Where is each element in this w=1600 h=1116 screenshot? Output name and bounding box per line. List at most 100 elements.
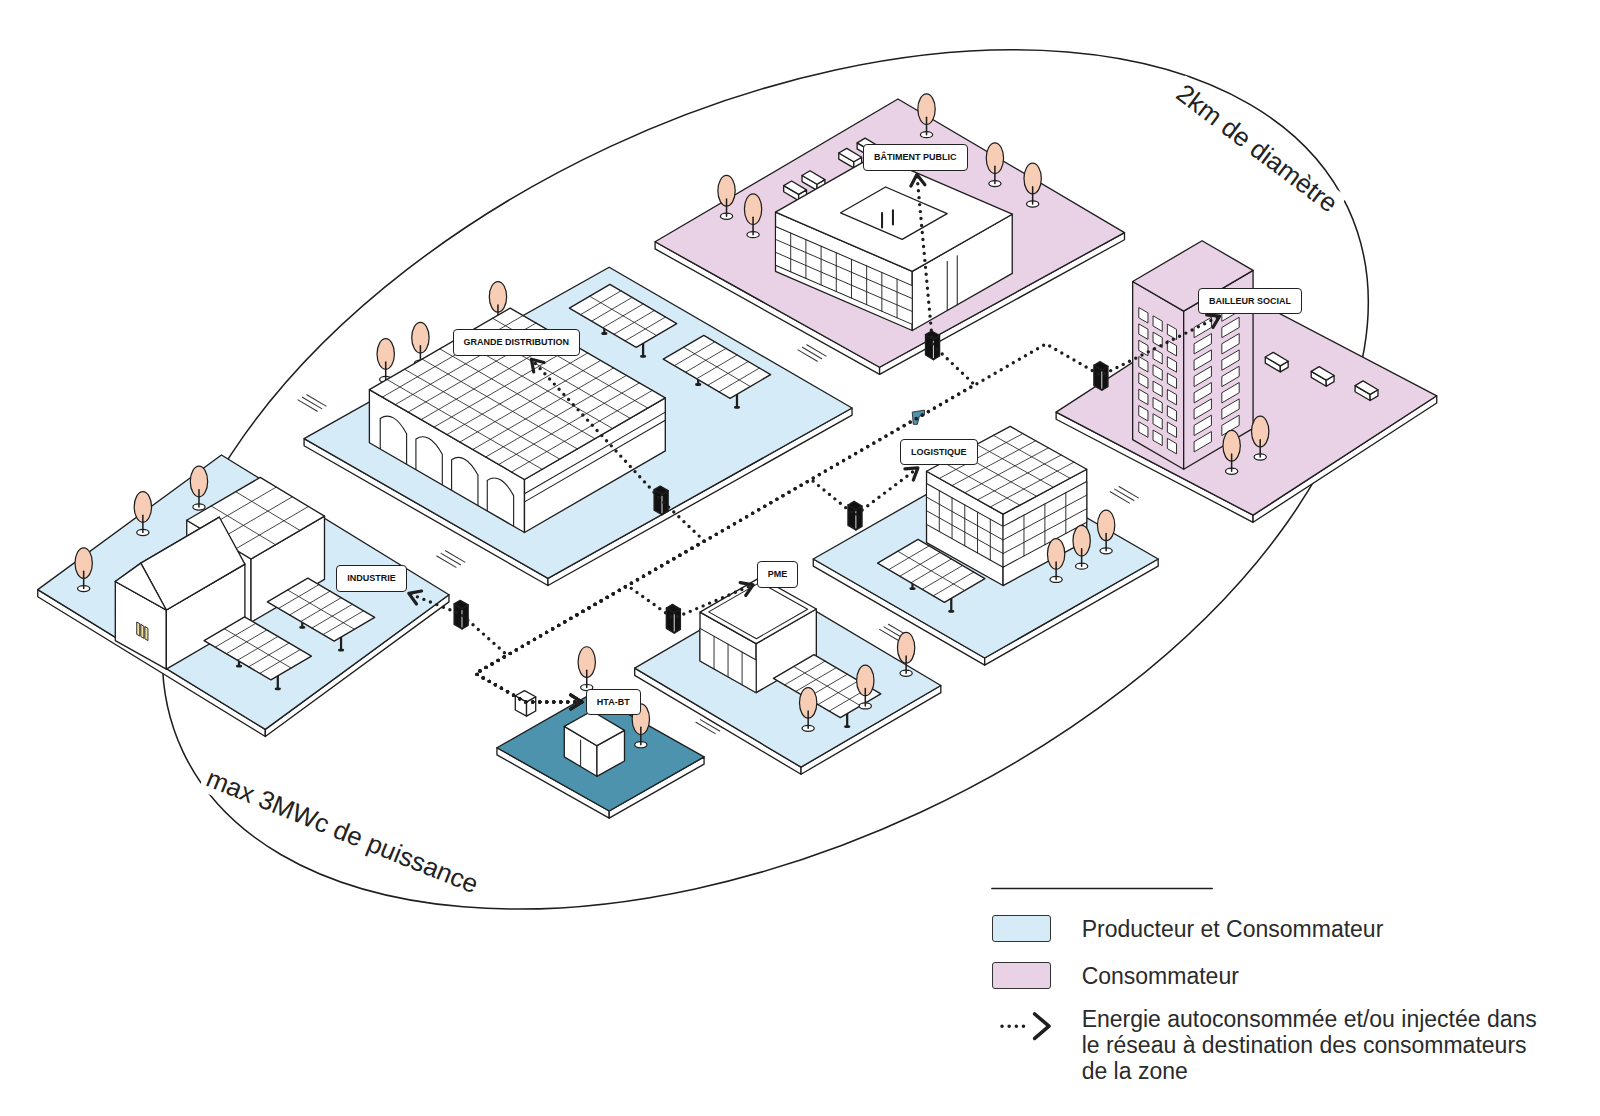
- tower-wall: [1133, 282, 1184, 470]
- window: [1153, 414, 1162, 430]
- parking-stripe: [298, 400, 317, 411]
- meter-roof: [848, 501, 862, 509]
- window-band-mullion: [1023, 515, 1024, 556]
- window: [1167, 406, 1176, 422]
- shop-front-mullion: [728, 644, 729, 677]
- window-band-mullion: [927, 497, 1004, 540]
- energy-flow: [409, 591, 582, 709]
- site-label: GRANDE DISTRIBUTION: [453, 329, 581, 356]
- arch: [452, 457, 478, 505]
- post-foot: [275, 687, 281, 690]
- window: [1153, 365, 1162, 381]
- window: [1167, 324, 1176, 340]
- plug-icon: [912, 410, 924, 424]
- cabinet-roof: [515, 691, 535, 702]
- flow-line: [476, 175, 975, 703]
- window: [1194, 432, 1211, 452]
- panel-grid: [226, 630, 266, 654]
- window: [1139, 324, 1148, 340]
- window: [1167, 373, 1176, 389]
- parking-stripe: [302, 397, 321, 408]
- parking-stripe: [802, 347, 821, 358]
- parking-stripe: [441, 553, 460, 564]
- window-band-mullion: [836, 253, 837, 292]
- panel-grid: [683, 347, 750, 386]
- window-band-mullion: [805, 240, 806, 279]
- panel-grid: [719, 368, 759, 392]
- gable: [115, 563, 166, 610]
- panel-grid: [288, 590, 355, 629]
- meter-edge: [461, 611, 462, 627]
- window: [141, 624, 144, 638]
- car-roof: [839, 148, 862, 161]
- parking-stripe: [807, 345, 826, 356]
- panel-grid: [708, 361, 748, 385]
- window: [1167, 438, 1176, 454]
- meter-roof: [454, 600, 468, 608]
- window: [1139, 357, 1148, 373]
- flow-line: [476, 468, 918, 702]
- tree-trunk: [865, 689, 867, 706]
- arrowhead: [740, 583, 753, 596]
- panel-grid: [590, 296, 657, 335]
- tree-trunk: [1259, 440, 1261, 457]
- solar-panel: [663, 335, 770, 398]
- parking-stripe: [880, 629, 899, 640]
- window-band-mullion: [952, 498, 953, 539]
- panel-grid: [697, 355, 737, 379]
- window-band-mullion: [1065, 493, 1066, 534]
- post-foot: [909, 587, 915, 590]
- parking-stripe: [1115, 489, 1134, 500]
- panel-grid: [312, 604, 352, 628]
- window-band-mullion: [897, 279, 898, 318]
- tree-trunk: [752, 217, 754, 234]
- tree-trunk: [1032, 187, 1034, 204]
- energy-flow: [476, 315, 1220, 702]
- window: [1153, 316, 1162, 332]
- parking-stripe: [437, 556, 456, 567]
- roof-panel-grid: [447, 353, 588, 435]
- site-name: HTA-BT: [597, 697, 630, 707]
- solar-panel: [569, 284, 676, 347]
- tree-trunk: [142, 515, 144, 532]
- window: [1167, 389, 1176, 405]
- tree-trunk: [807, 711, 809, 728]
- panel-grid: [215, 623, 255, 647]
- window-band-mullion: [851, 259, 852, 298]
- roof-panel-grid: [460, 360, 601, 442]
- car-roof: [784, 181, 807, 194]
- panel-grid: [922, 566, 962, 590]
- tree-trunk: [1055, 562, 1057, 579]
- roof-panel-grid: [512, 390, 653, 472]
- window-band-mullion: [821, 246, 822, 285]
- roof-panel-grid: [978, 455, 1062, 500]
- site-platform: [304, 267, 852, 578]
- panel-grid: [625, 317, 665, 341]
- panel-grid: [898, 551, 965, 590]
- window-band: [1003, 481, 1087, 567]
- panel-grid: [278, 585, 318, 609]
- roof-panel-grid: [382, 316, 523, 398]
- site-name: INDUSTRIE: [347, 573, 396, 583]
- flow-line: [476, 585, 754, 702]
- panel-grid: [290, 591, 330, 615]
- meter-roof: [666, 604, 680, 612]
- tree-trunk: [1105, 534, 1107, 551]
- window: [1139, 340, 1148, 356]
- energy-flow: [476, 583, 754, 702]
- tree-trunk: [198, 490, 200, 507]
- parking-stripe: [1119, 487, 1138, 498]
- car-roof: [1265, 352, 1288, 365]
- window-band-mullion: [939, 491, 940, 532]
- window: [137, 622, 140, 636]
- window-band: [776, 226, 913, 324]
- roof-panel-grid: [434, 345, 575, 427]
- post-foot: [640, 355, 646, 358]
- tree-trunk: [83, 571, 85, 588]
- arch: [416, 437, 442, 485]
- roof-panel-grid: [473, 368, 614, 450]
- meter-roof: [654, 486, 668, 494]
- tree-trunk: [994, 166, 996, 183]
- panel-grid: [260, 650, 300, 674]
